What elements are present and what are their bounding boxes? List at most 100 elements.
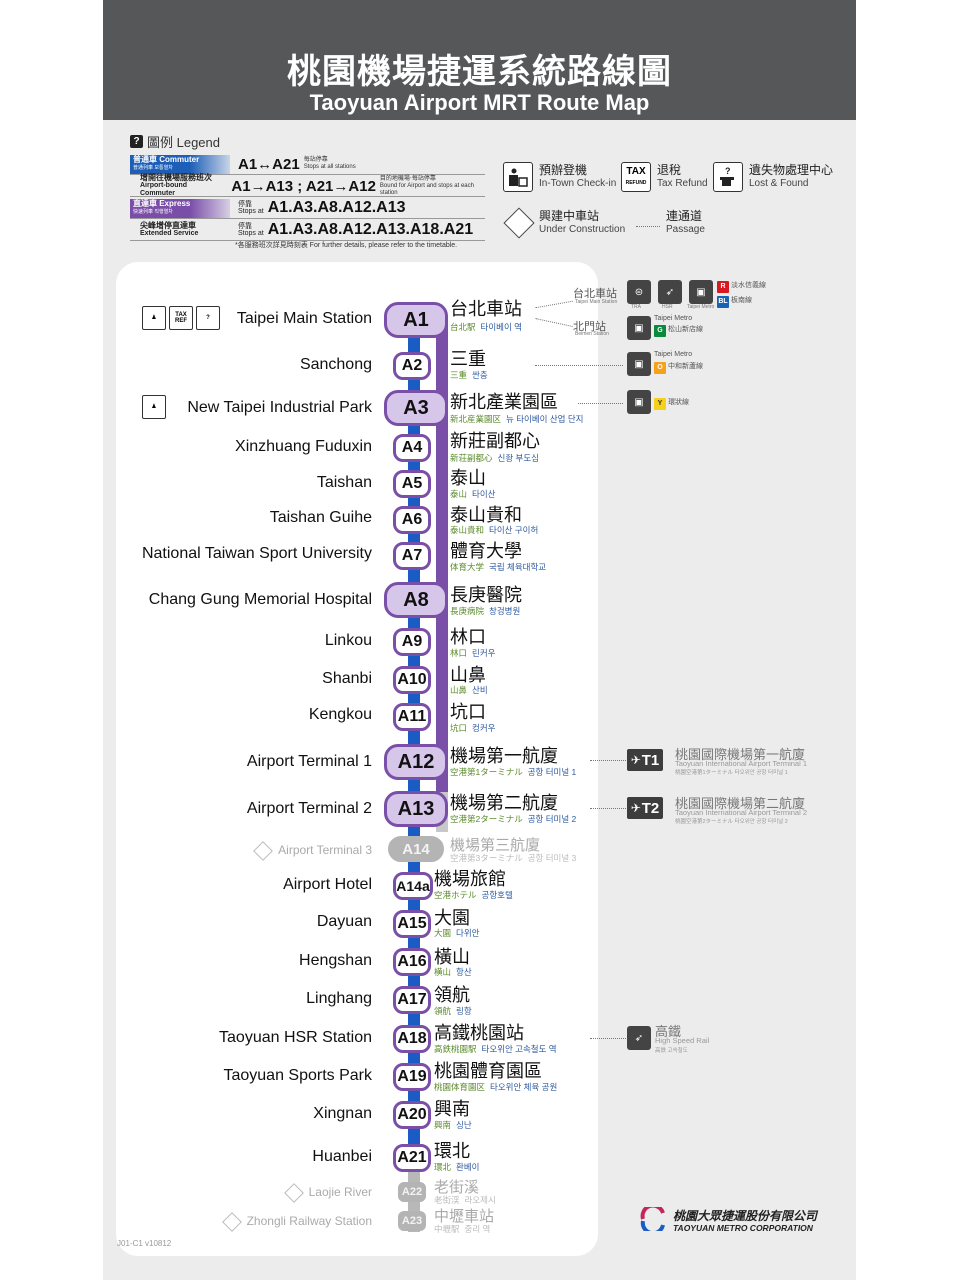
commuter-badge: 普通車 Commuter 普通列車 보통열차 xyxy=(130,154,230,174)
station-badge-a16[interactable]: A16 xyxy=(393,948,431,976)
station-zh-a14a: 機場旅館 xyxy=(434,869,506,890)
airport-bound-stops: A1→A13 ; A21→A12 xyxy=(231,177,376,195)
station-en-a6: Taishan Guihe xyxy=(269,509,372,526)
station-zh-a14: 機場第三航廈 xyxy=(450,836,541,854)
station-badge-a18[interactable]: A18 xyxy=(393,1025,431,1053)
check-in-icon: ♟ xyxy=(142,395,166,419)
title-zh: 桃園機場捷運系統路線圖 xyxy=(287,52,672,92)
terminal-2-badge: ✈T2 xyxy=(627,797,663,819)
station-zh-a6: 泰山貴和 xyxy=(450,505,522,526)
station-badge-a14a[interactable]: A14a xyxy=(393,872,433,900)
station-en-a5: Taishan xyxy=(316,474,372,491)
station-zh-a12: 機場第一航廈 xyxy=(450,746,558,767)
station-badge-a2[interactable]: A2 xyxy=(393,352,431,380)
legend-title: ? 圖例 Legend xyxy=(130,132,490,151)
version-label: J01-C1 v10812 xyxy=(117,1239,172,1248)
station-badge-a10[interactable]: A10 xyxy=(393,666,431,694)
lost-found-icon: ? xyxy=(196,306,220,330)
station-badge-a13[interactable]: A13 xyxy=(384,791,448,827)
metro-train-icon: ▣ xyxy=(627,352,651,376)
station-en-a17: Linghang xyxy=(306,990,372,1007)
tra-icon: ⊜ xyxy=(627,280,651,304)
check-in-icon xyxy=(503,162,533,192)
passage-icon xyxy=(636,226,660,227)
passage-icon xyxy=(578,403,623,404)
beimen-transfer-zh: 北門站 xyxy=(573,320,606,333)
metro-train-icon: ▣ xyxy=(627,316,651,340)
station-en-a3: New Taipei Industrial Park xyxy=(187,399,372,416)
station-en-a20: Xingnan xyxy=(313,1105,372,1122)
line-chip-y: Y xyxy=(654,398,666,410)
passage-icon xyxy=(590,760,626,761)
station-en-a11: Kengkou xyxy=(308,706,372,723)
service-legend: ? 圖例 Legend 普通車 Commuter 普通列車 보통열차 A1↔A2… xyxy=(130,132,490,249)
station-zh-a22: 老街溪 xyxy=(434,1178,480,1196)
station-en-a21: Huanbei xyxy=(312,1148,372,1165)
station-zh-a5: 泰山 xyxy=(450,468,486,489)
legend-row-airport-bound: 增開往機場服務班次 Airport-bound Commuter A1→A13 … xyxy=(130,173,485,198)
station-badge-a20[interactable]: A20 xyxy=(393,1101,431,1129)
metro-train-icon: ▣ xyxy=(689,280,713,304)
station-en-a16: Hengshan xyxy=(299,952,372,969)
station-badge-a22[interactable]: A22 xyxy=(398,1182,426,1202)
station-badge-a12[interactable]: A12 xyxy=(384,744,448,780)
station-badge-a1[interactable]: A1 xyxy=(384,302,448,338)
station-badge-a6[interactable]: A6 xyxy=(393,506,431,534)
passage-icon xyxy=(590,1038,626,1039)
passage-icon xyxy=(535,365,623,366)
station-zh-a18: 高鐵桃園站 xyxy=(434,1023,524,1044)
station-zh-a16: 橫山 xyxy=(434,947,470,968)
commuter-stops: A1↔A21 xyxy=(238,155,300,173)
a3-facility-icons: ♟ xyxy=(142,395,166,419)
station-en-a14: Airport Terminal 3 xyxy=(12,840,372,861)
construction-icon xyxy=(253,840,274,861)
station-en-a15: Dayuan xyxy=(316,913,372,930)
station-badge-a23[interactable]: A23 xyxy=(398,1211,426,1231)
check-in-icon: ♟ xyxy=(142,306,166,330)
airport-bound-label: 增開往機場服務班次 Airport-bound Commuter xyxy=(140,173,212,198)
station-en-a1: Taipei Main Station xyxy=(236,310,372,327)
station-badge-a7[interactable]: A7 xyxy=(393,542,431,570)
station-badge-a8[interactable]: A8 xyxy=(384,582,448,618)
station-badge-a14[interactable]: A14 xyxy=(388,836,444,862)
station-en-a9: Linkou xyxy=(324,632,372,649)
station-zh-a17: 領航 xyxy=(434,985,470,1006)
station-badge-a5[interactable]: A5 xyxy=(393,470,431,498)
question-icon: ? xyxy=(130,135,143,148)
line-chip-r: R xyxy=(717,281,729,293)
station-en-a10: Shanbi xyxy=(322,670,372,687)
construction-icon xyxy=(221,1211,242,1232)
express-stops: A1.A3.A8.A12.A13 xyxy=(267,199,406,216)
terminal-1-badge: ✈T1 xyxy=(627,749,663,771)
station-badge-a11[interactable]: A11 xyxy=(393,703,431,731)
station-badge-a3[interactable]: A3 xyxy=(384,390,448,426)
extended-stops: A1.A3.A8.A12.A13.A18.A21 xyxy=(267,221,474,238)
station-zh-a4: 新莊副都心 xyxy=(450,431,540,452)
station-badge-a4[interactable]: A4 xyxy=(393,434,431,462)
station-zh-a1: 台北車站 xyxy=(450,299,522,320)
station-en-a13: Airport Terminal 2 xyxy=(246,800,372,817)
station-badge-a21[interactable]: A21 xyxy=(393,1144,431,1172)
station-badge-a19[interactable]: A19 xyxy=(393,1063,431,1091)
station-en-a14a: Airport Hotel xyxy=(283,876,372,893)
station-zh-a20: 興南 xyxy=(434,1099,470,1120)
station-zh-a21: 環北 xyxy=(434,1141,470,1162)
station-en-a18: Taoyuan HSR Station xyxy=(219,1029,372,1046)
station-badge-a15[interactable]: A15 xyxy=(393,910,431,938)
station-zh-a11: 坑口 xyxy=(450,702,486,723)
station-en-a7: National Taiwan Sport University xyxy=(141,545,372,562)
title-en: Taoyuan Airport MRT Route Map xyxy=(309,90,650,115)
hsr-icon: ➶ xyxy=(627,1026,651,1050)
station-zh-a10: 山鼻 xyxy=(450,665,486,686)
station-zh-a15: 大園 xyxy=(434,908,470,929)
station-badge-a9[interactable]: A9 xyxy=(393,628,431,656)
header-banner: 桃園機場捷運系統路線圖 Taoyuan Airport MRT Route Ma… xyxy=(103,0,856,120)
line-chip-bl: BL xyxy=(717,296,729,308)
station-badge-a17[interactable]: A17 xyxy=(393,986,431,1014)
station-zh-a23: 中壢車站 xyxy=(434,1207,495,1225)
